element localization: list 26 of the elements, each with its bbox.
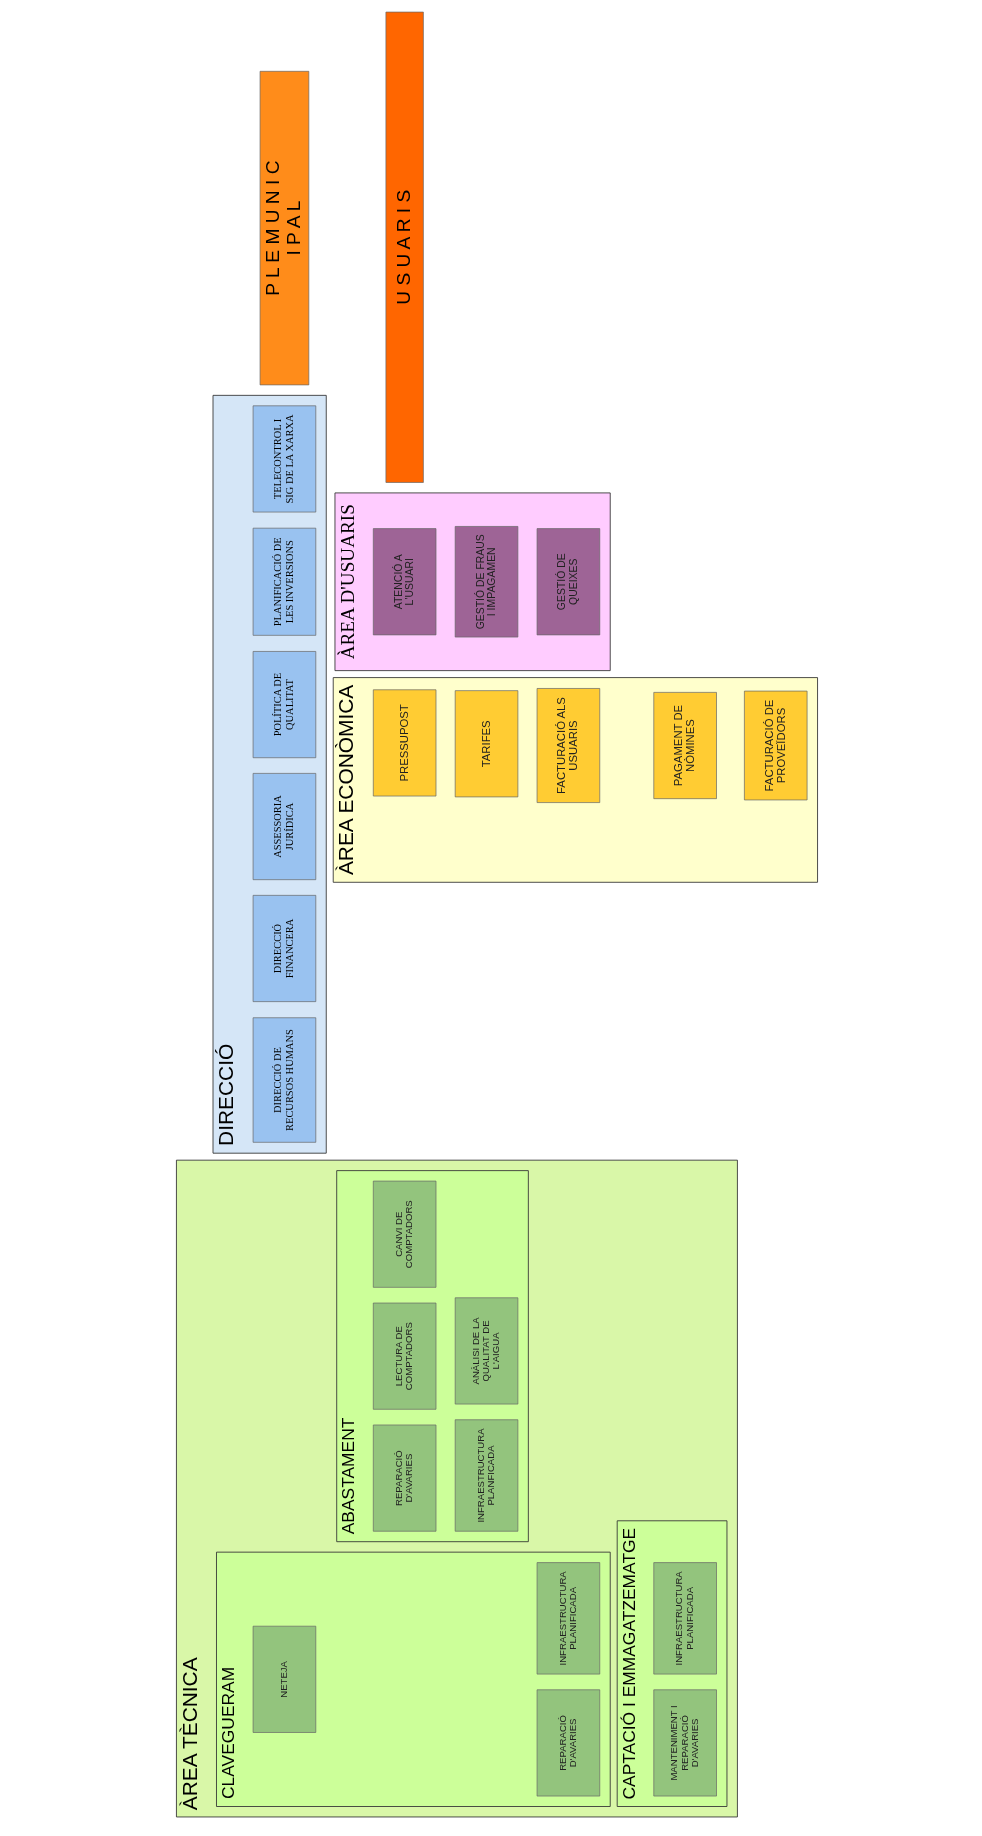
node-box: DIRECCIÓ FINANCERA (252, 895, 317, 1002)
node-box: REPARACIÓ D'AVARIES (372, 1424, 437, 1532)
node-box: INFRAESTRUCTURA PLANIFICADA (536, 1562, 601, 1675)
node-box: ASSESSORIA JURÍDICA (252, 773, 317, 880)
node-box: LECTURA DE COMPTADORS (372, 1302, 437, 1410)
node-box: MANTENIMENT I REPARACIÓ D'AVARIES (653, 1689, 717, 1797)
node-box: CANVI DE COMPTADORS (372, 1180, 437, 1288)
node-box: FACTURACIÓ DE PROVEÏDORS (744, 690, 808, 801)
node-box: POLÍTICA DE QUALITAT (252, 651, 317, 759)
node-box: TARIFES (454, 690, 519, 798)
node-box: P L E M U N I C I P A L (259, 70, 310, 386)
node-box: FACTURACIÓ ALS USUARIS (536, 688, 601, 803)
node-box: PAGAMENT DE NÒMINES (653, 692, 717, 799)
node-box: ANÀLISI DE LA QUALITAT DE L'AIGUA (454, 1297, 519, 1405)
node-box: GESTIÓ DE QUEIXES (536, 528, 601, 636)
node-box: GESTIÓ DE FRAUS I IMPAGAMEN (454, 526, 519, 638)
node-box: INFRAESTRUCTURA PLANFICADA (454, 1419, 519, 1532)
node-box: PRESSUPOST (372, 689, 437, 797)
node-box: TELECONTROL I SIG DE LA XARXA (252, 405, 317, 513)
node-box: ATENCIÓ A L'USUARI (372, 528, 437, 636)
node-box: PLANIFICACIÓ DE LES INVERSIONS (252, 527, 317, 636)
node-box: DIRECCIÓ DE RECURSOS HUMANS (252, 1017, 317, 1143)
node-box: REPARACIÓ D'AVARIES (536, 1689, 601, 1797)
node-box: NETEJA (252, 1625, 317, 1733)
node-box: U S U A R I S (385, 11, 424, 483)
node-box: INFRAESTRUCTURA PLANIFICADA (653, 1562, 717, 1675)
